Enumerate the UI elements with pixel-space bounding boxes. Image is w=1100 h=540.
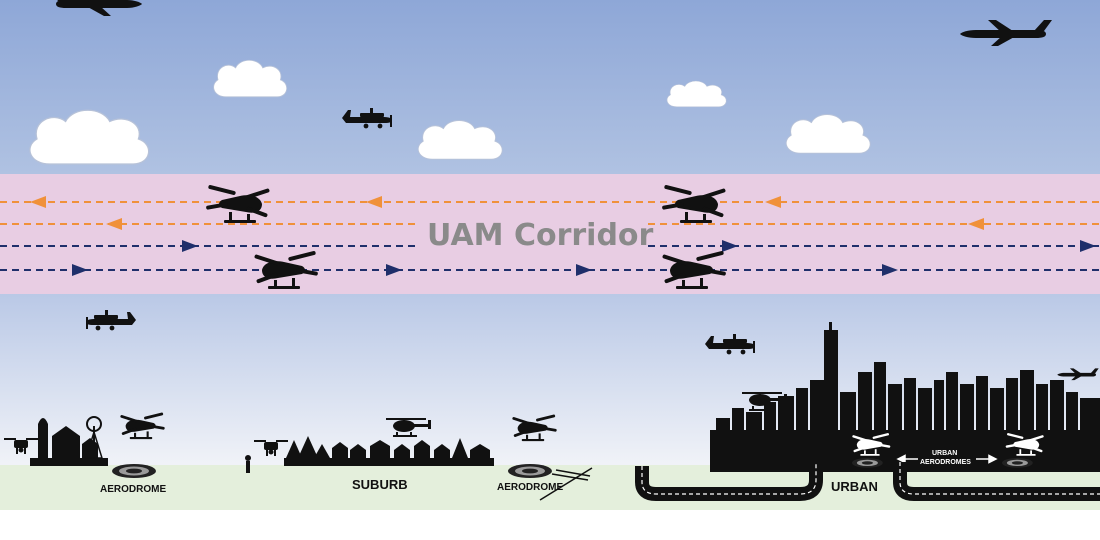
suburb-houses-icon	[284, 436, 494, 466]
road-icon	[635, 462, 1100, 501]
helipad-icon	[1002, 458, 1033, 468]
west-arrow	[765, 196, 781, 208]
east-arrow	[722, 240, 738, 252]
west-arrow	[968, 218, 984, 230]
west-arrow	[106, 218, 122, 230]
urban-label-backdrop	[826, 474, 888, 496]
westbound-lanes	[0, 201, 1100, 225]
corridor-label: UAM Corridor	[427, 218, 654, 253]
helipad-icon	[508, 464, 552, 478]
west-arrow	[366, 196, 382, 208]
upper-sky	[0, 0, 1100, 175]
urban-aerodromes-arrows	[896, 454, 998, 464]
urban-aerodromes-label-line2: AERODROMES	[920, 459, 971, 466]
runway-icon	[539, 467, 593, 501]
urban-aerodromes-label-line1: URBAN	[932, 450, 957, 457]
page-bottom	[0, 510, 1100, 540]
helipad-icon	[852, 458, 883, 468]
east-arrow	[1080, 240, 1096, 252]
east-arrow	[182, 240, 198, 252]
east-arrow	[72, 264, 88, 276]
aerodrome-suburb-label: AERODROME	[497, 482, 563, 493]
east-arrow	[882, 264, 898, 276]
city-skyline-icon	[710, 322, 1100, 472]
eastbound-arrows	[72, 240, 1096, 276]
corridor-label-backdrop	[418, 216, 644, 250]
west-arrow	[30, 196, 46, 208]
urban-label: URBAN	[831, 479, 878, 494]
suburb-label: SUBURB	[352, 477, 408, 492]
westbound-arrows	[30, 196, 984, 230]
person-icon	[245, 455, 251, 473]
east-arrow	[576, 264, 592, 276]
aerodrome-rural-label: AERODROME	[100, 484, 166, 495]
helipad-icon	[112, 464, 156, 478]
farm-icon	[30, 416, 108, 466]
east-arrow	[386, 264, 402, 276]
